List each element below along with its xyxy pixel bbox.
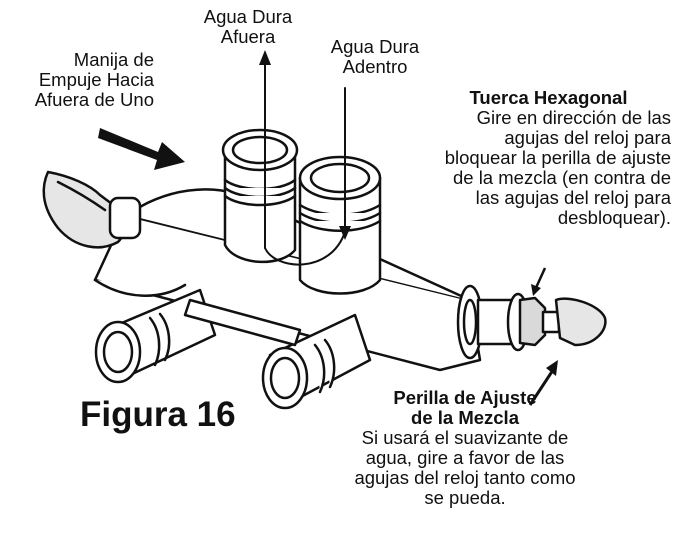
outlet-port <box>221 128 299 264</box>
push-handle <box>42 170 142 249</box>
handle-pointer-arrow <box>98 128 185 170</box>
blend-knob-assembly <box>456 284 607 360</box>
flow-arrows <box>264 57 346 266</box>
arrow-up-out <box>259 50 271 65</box>
lower-port-right <box>261 313 372 410</box>
figure-title: Figura 16 <box>80 395 236 434</box>
hex-nut-callout: Tuerca Hexagonal Gire en dirección de la… <box>386 88 671 228</box>
hard-water-in-label: Agua Dura Adentro <box>330 36 420 77</box>
hex-nut-pointer <box>531 267 547 296</box>
inlet-port <box>298 155 382 295</box>
blend-knob-pointer <box>528 360 558 406</box>
push-handle-label: Manija de Empuje Hacia Afuera de Uno <box>34 49 154 110</box>
arrow-down-in <box>339 226 351 240</box>
blend-knob-callout: Perilla de Ajuste de la Mezcla Si usará … <box>354 387 576 508</box>
blend-adjust-knob <box>554 297 607 347</box>
lower-bridge <box>183 298 302 347</box>
hex-nut-title: Tuerca Hexagonal <box>469 87 628 108</box>
hex-nut <box>518 296 547 347</box>
hard-water-out-label: Agua Dura Afuera <box>203 6 293 47</box>
